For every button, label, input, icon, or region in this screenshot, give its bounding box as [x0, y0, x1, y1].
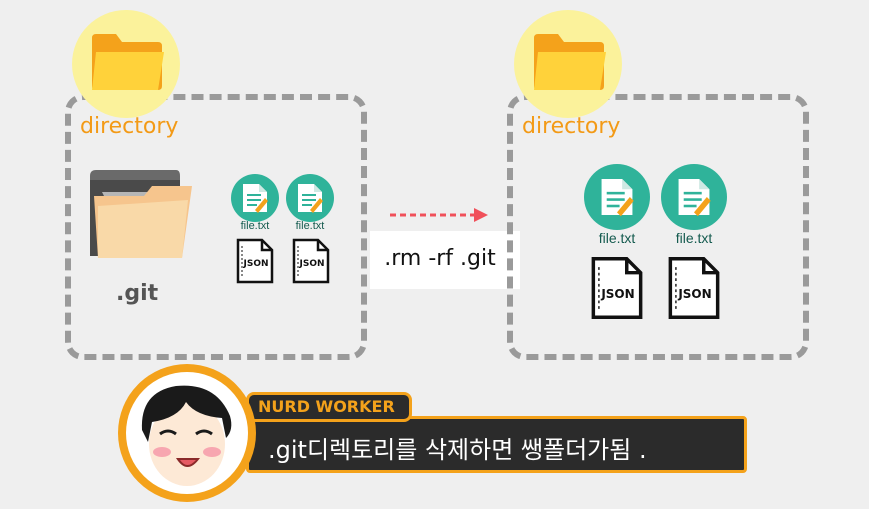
- left-directory-box: [65, 94, 367, 360]
- folder-icon: [92, 34, 164, 90]
- left-json-2-label: JSON: [299, 259, 325, 269]
- right-json-2-label: JSON: [678, 287, 712, 301]
- json-file-icon: [292, 238, 330, 284]
- right-file-2-label: file.txt: [675, 230, 713, 246]
- folder-icon: [534, 34, 606, 90]
- json-file-icon: [668, 257, 720, 319]
- command-text: .rm -rf .git: [384, 246, 496, 271]
- left-json-1-label: JSON: [243, 259, 269, 269]
- right-json-1-label: JSON: [601, 287, 635, 301]
- text-file-icon: [601, 179, 634, 217]
- left-file-2-label: file.txt: [295, 220, 325, 232]
- avatar-face-icon: [141, 385, 232, 486]
- right-file-1-label: file.txt: [598, 230, 636, 246]
- right-directory-label: directory: [522, 114, 621, 139]
- caption-text: .git디렉토리를 삭제하면 쌩폴더가됨 .: [268, 436, 647, 464]
- text-file-icon: [243, 184, 268, 213]
- left-file-1-label: file.txt: [240, 220, 270, 232]
- json-file-icon: [236, 238, 274, 284]
- json-file-icon: [591, 257, 643, 319]
- command-box: [370, 231, 520, 289]
- caption-box: [246, 416, 747, 473]
- text-file-icon: [678, 179, 711, 217]
- left-directory-label: directory: [80, 114, 179, 139]
- text-file-icon: [298, 184, 323, 213]
- avatar: [126, 372, 248, 494]
- speaker-name: NURD WORKER: [258, 397, 395, 416]
- git-folder-icon: [90, 170, 192, 258]
- git-folder-label: .git: [116, 281, 159, 306]
- arrow-right-icon: [390, 208, 488, 222]
- right-directory-box: [507, 94, 809, 360]
